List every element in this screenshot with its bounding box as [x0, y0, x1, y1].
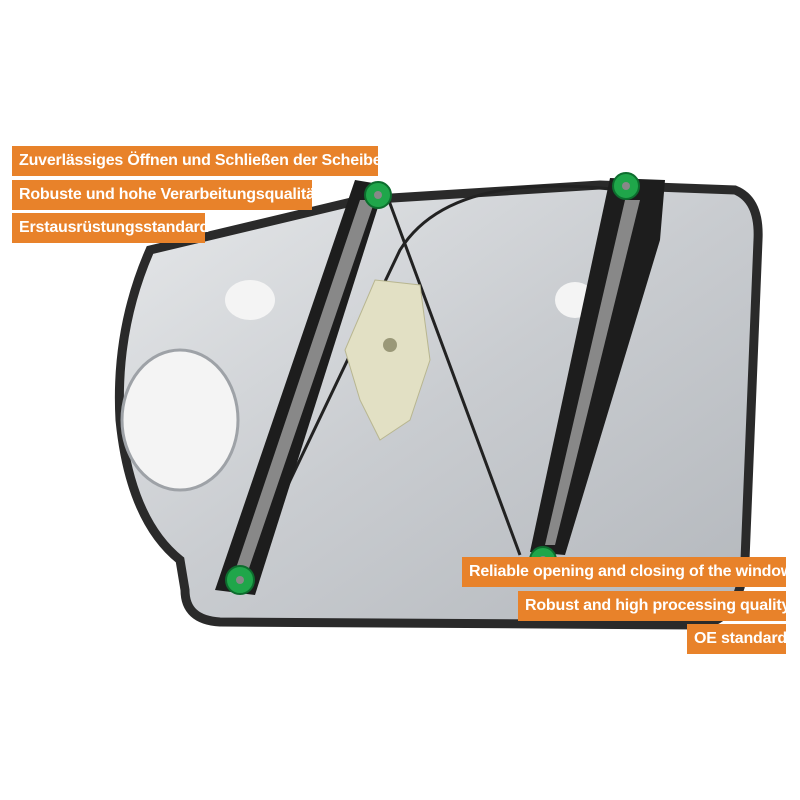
feature-label-de-2: Robuste und hohe Verarbeitungsqualität	[12, 180, 320, 210]
feature-label-en-1: Reliable opening and closing of the wind…	[462, 557, 793, 587]
feature-label-en-2: Robust and high processing quality	[518, 591, 790, 621]
slider-block	[344, 279, 431, 441]
feature-label-de-1: Zuverlässiges Öffnen und Schließen der S…	[12, 146, 382, 176]
feature-label-de-3: Erstausrüstungsstandard	[12, 213, 209, 243]
speaker-hole	[120, 348, 240, 492]
feature-label-en-3: OE standard	[687, 624, 787, 654]
cable	[243, 184, 621, 576]
